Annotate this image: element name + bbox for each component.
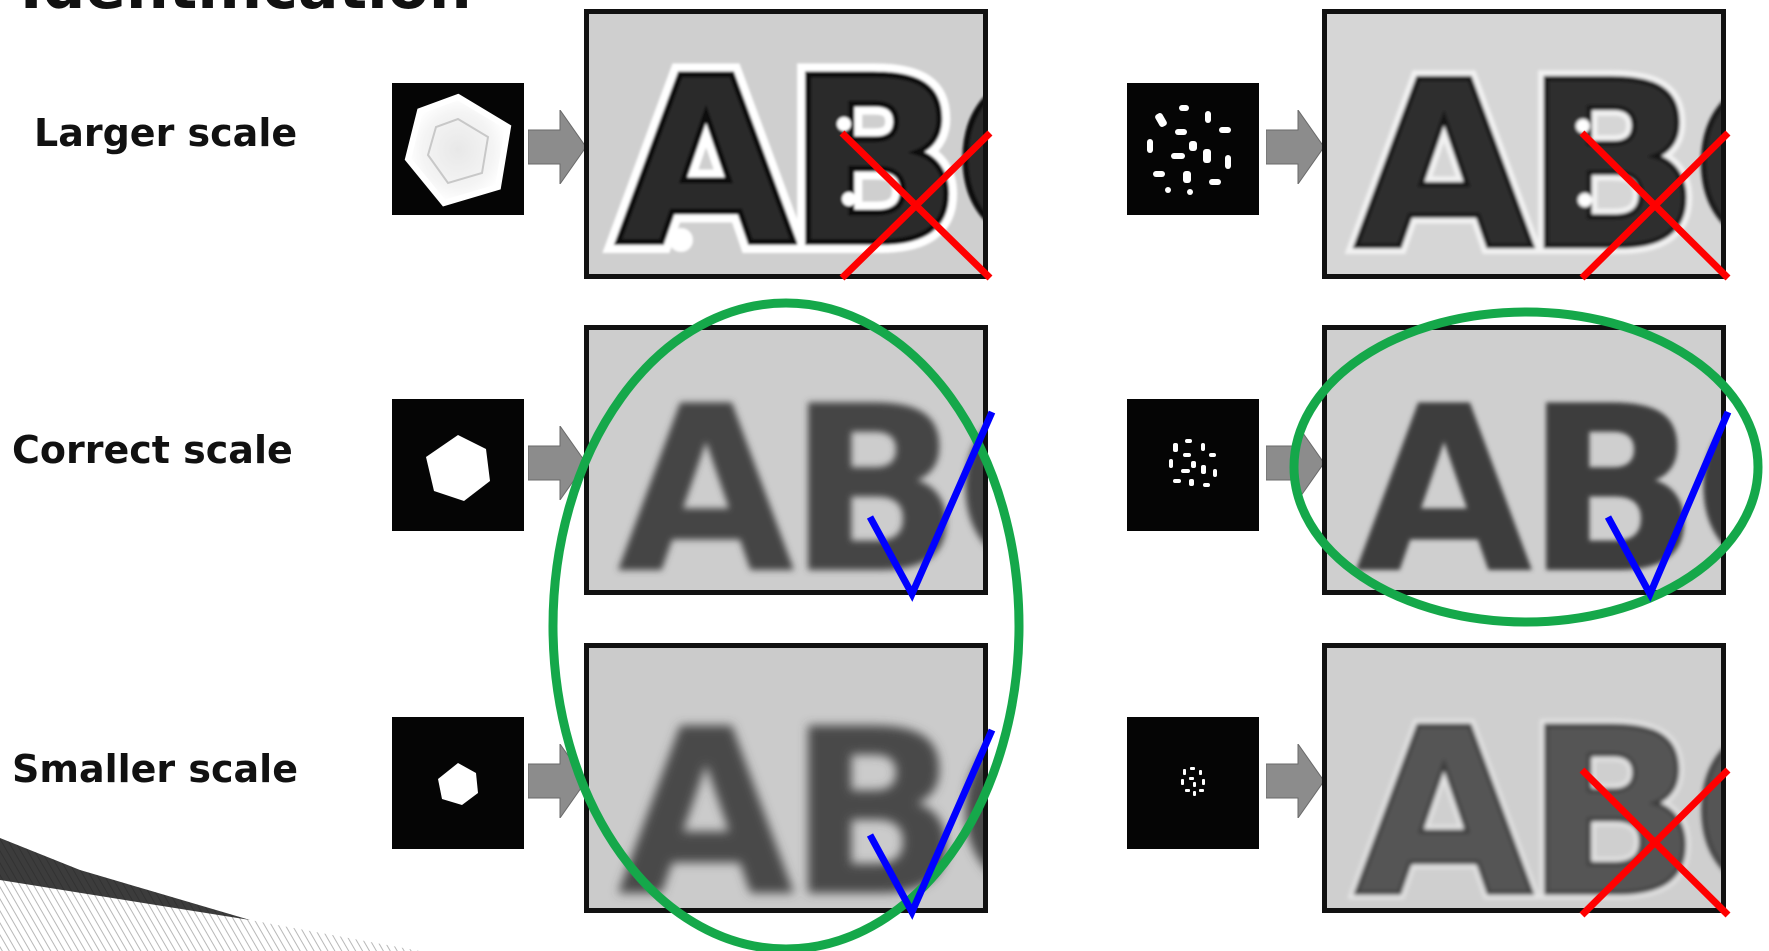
coded-aperture-kernel-icon xyxy=(1127,399,1259,531)
letter-B: B xyxy=(1525,34,1700,279)
arrow-right-icon xyxy=(528,426,586,500)
letter-C: C xyxy=(1692,34,1726,279)
deblurred-panel-smaller-scale-disc: A B C xyxy=(584,643,988,913)
letter-A: A xyxy=(617,30,795,279)
coded-aperture-kernel-icon xyxy=(1127,717,1259,849)
deblurred-panel-larger-scale-coded: A A B B C xyxy=(1322,9,1726,279)
arrow-right-icon xyxy=(528,110,586,184)
letter-C: C xyxy=(1692,358,1726,595)
deblurred-panel-larger-scale-disc: A A B B C xyxy=(584,9,988,279)
letter-B: B xyxy=(1525,358,1700,595)
letter-A: A xyxy=(1355,358,1533,595)
row-label-correct-scale: Correct scale xyxy=(12,428,293,472)
letter-A: A xyxy=(617,681,795,913)
letter-C: C xyxy=(1692,681,1726,913)
arrow-right-icon xyxy=(1266,110,1324,184)
letter-A: A xyxy=(1355,681,1533,913)
letter-A: A xyxy=(1355,681,1533,913)
arrow-right-icon xyxy=(1266,744,1324,818)
hexagon-disc-kernel-icon xyxy=(392,717,524,849)
hexagon-disc-kernel-icon xyxy=(392,399,524,531)
letter-B: B xyxy=(787,358,962,595)
row-label-smaller-scale: Smaller scale xyxy=(12,747,298,791)
slide-title: Identification xyxy=(20,0,472,18)
coded-aperture-kernel-icon xyxy=(1127,83,1259,215)
row-label-larger-scale: Larger scale xyxy=(34,111,298,155)
letter-C: C xyxy=(954,358,988,595)
letter-A: A xyxy=(617,30,795,279)
deblurred-panel-correct-scale-coded: A B C xyxy=(1322,325,1726,595)
letter-B: B xyxy=(1525,681,1700,913)
hexagon-disc-kernel-icon xyxy=(392,83,524,215)
letter-C: C xyxy=(954,681,988,913)
deblurred-panel-correct-scale-disc: A B C xyxy=(584,325,988,595)
letter-A: A xyxy=(1355,34,1533,279)
arrow-right-icon xyxy=(1266,426,1324,500)
letter-A: A xyxy=(1355,34,1533,279)
letter-A: A xyxy=(617,358,795,595)
deblurred-panel-smaller-scale-coded: A A B B C xyxy=(1322,643,1726,913)
arrow-right-icon xyxy=(528,744,586,818)
letter-C: C xyxy=(954,30,988,279)
letter-B: B xyxy=(787,30,962,279)
letter-B: B xyxy=(787,681,962,913)
